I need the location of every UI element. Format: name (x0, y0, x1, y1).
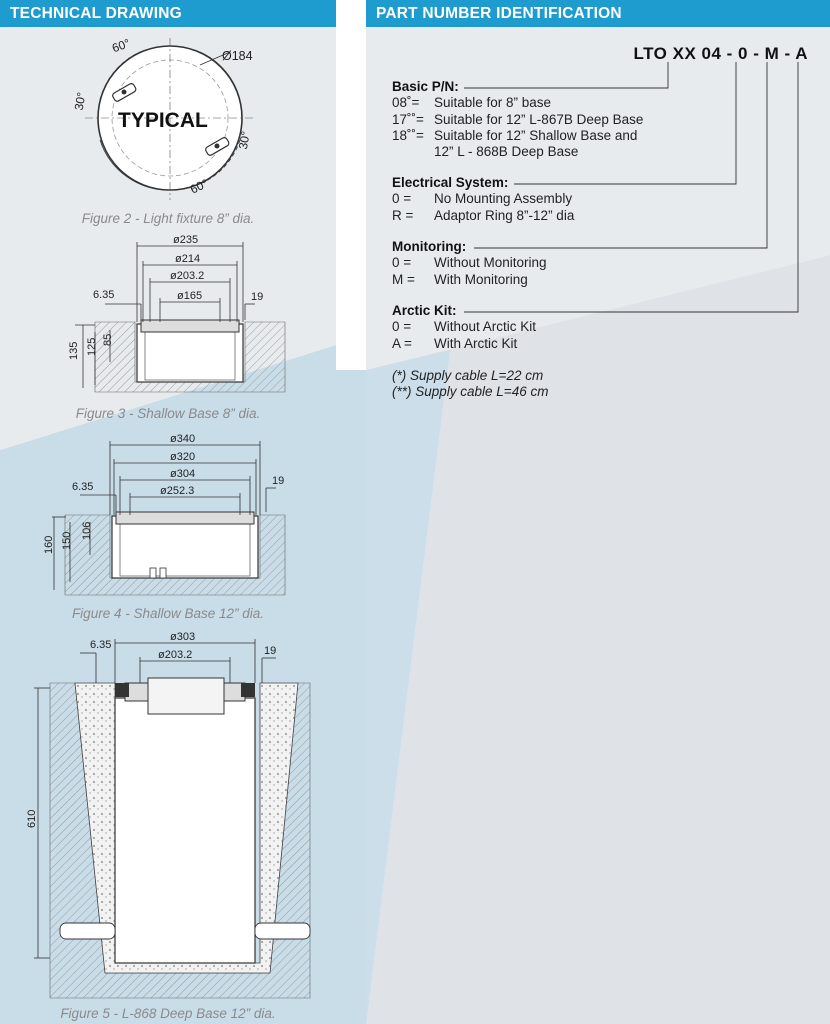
figure-3-caption: Figure 3 - Shallow Base 8” dia. (75, 406, 261, 421)
list-item: 17˚˚=Suitable for 12” L-867B Deep Base (392, 111, 644, 127)
fig2-typical-label: TYPICAL (118, 109, 208, 132)
fig4-off-left: 6.35 (72, 481, 93, 493)
list-item: 0 =Without Arctic Kit (392, 319, 537, 335)
figure-5-caption: Figure 5 - L-868 Deep Base 12” dia. (60, 1006, 276, 1021)
fig5-off-left: 6.35 (90, 639, 111, 651)
figure-2-drawing: Ø184 60° 30° 30° 60° TYPICAL (72, 36, 255, 200)
fig3-off-left: 6.35 (93, 289, 114, 301)
supply-cable-note-2: (**) Supply cable L=46 cm (392, 384, 549, 399)
list-item: R =Adaptor Ring 8”-12” dia (392, 207, 575, 223)
fig4-d304: ø304 (170, 468, 195, 480)
part-number-header: PART NUMBER IDENTIFICATION (366, 0, 830, 27)
fig4-h150: 150 (61, 532, 73, 550)
section-electrical-system: Electrical System: 0 =No Mounting Assemb… (392, 175, 574, 224)
figure-4-drawing: ø340 ø320 ø304 ø252.3 6.35 19 160 150 10… (43, 433, 286, 596)
figure-2-caption: Figure 2 - Light fixture 8” dia. (81, 211, 255, 226)
list-item: 0 =Without Monitoring (392, 255, 547, 271)
list-item: 12” L - 868B Deep Base (434, 144, 579, 160)
fig5-off-right: 19 (264, 645, 276, 657)
section-arctic-kit: Arctic Kit: 0 =Without Arctic Kit A =Wit… (392, 303, 536, 352)
fig3-d203: ø203.2 (170, 270, 204, 282)
figure-5-drawing: ø303 ø203.2 6.35 19 610 (26, 631, 311, 999)
section-title: Electrical System: (392, 175, 509, 190)
fig3-d214: ø214 (175, 253, 200, 265)
part-number-code: LTO XX 04 - 0 - M - A (633, 44, 808, 63)
fig5-d203: ø203.2 (158, 649, 192, 661)
figure-4-caption: Figure 4 - Shallow Base 12” dia. (71, 606, 265, 621)
fig2-angle-30-left: 30° (72, 91, 89, 111)
figure-3-drawing: ø235 ø214 ø203.2 ø165 6.35 19 135 125 85 (68, 234, 286, 393)
fig2-dia-label: Ø184 (222, 49, 253, 63)
list-item: M =With Monitoring (392, 271, 528, 287)
fig3-d165: ø165 (177, 290, 202, 302)
fig4-d340: ø340 (170, 433, 195, 445)
fig3-d235: ø235 (173, 234, 198, 246)
fig3-h85: 85 (102, 334, 114, 346)
technical-drawing-header: TECHNICAL DRAWING (0, 0, 336, 27)
fig5-h610: 610 (26, 810, 38, 828)
fig4-h160: 160 (43, 536, 55, 554)
section-basic-pn: Basic P/N: 08˚=Suitable for 8” base 17˚˚… (392, 79, 643, 160)
fig2-angle-60-top: 60° (110, 36, 132, 55)
fig4-off-right: 19 (272, 475, 284, 487)
section-title: Basic P/N: (392, 79, 459, 94)
section-monitoring: Monitoring: 0 =Without Monitoring M =Wit… (392, 239, 547, 288)
fig3-h125: 125 (86, 338, 98, 356)
fig4-d320: ø320 (170, 451, 195, 463)
fig3-h135: 135 (68, 342, 80, 360)
part-number-leader-lines (464, 62, 799, 313)
fig2-angle-30-right: 30° (236, 130, 253, 150)
section-title: Monitoring: (392, 239, 467, 254)
fig3-off-right: 19 (251, 291, 263, 303)
fig4-d252: ø252.3 (160, 485, 194, 497)
supply-cable-note-1: (*) Supply cable L=22 cm (392, 368, 544, 383)
list-item: 18˚˚=Suitable for 12” Shallow Base and (392, 127, 638, 143)
fig4-h106: 106 (81, 522, 93, 540)
section-title: Arctic Kit: (392, 303, 457, 318)
list-item: 08˚=Suitable for 8” base (392, 95, 552, 111)
fig5-d303: ø303 (170, 631, 195, 643)
list-item: 0 =No Mounting Assembly (392, 191, 573, 207)
list-item: A =With Arctic Kit (392, 335, 518, 351)
